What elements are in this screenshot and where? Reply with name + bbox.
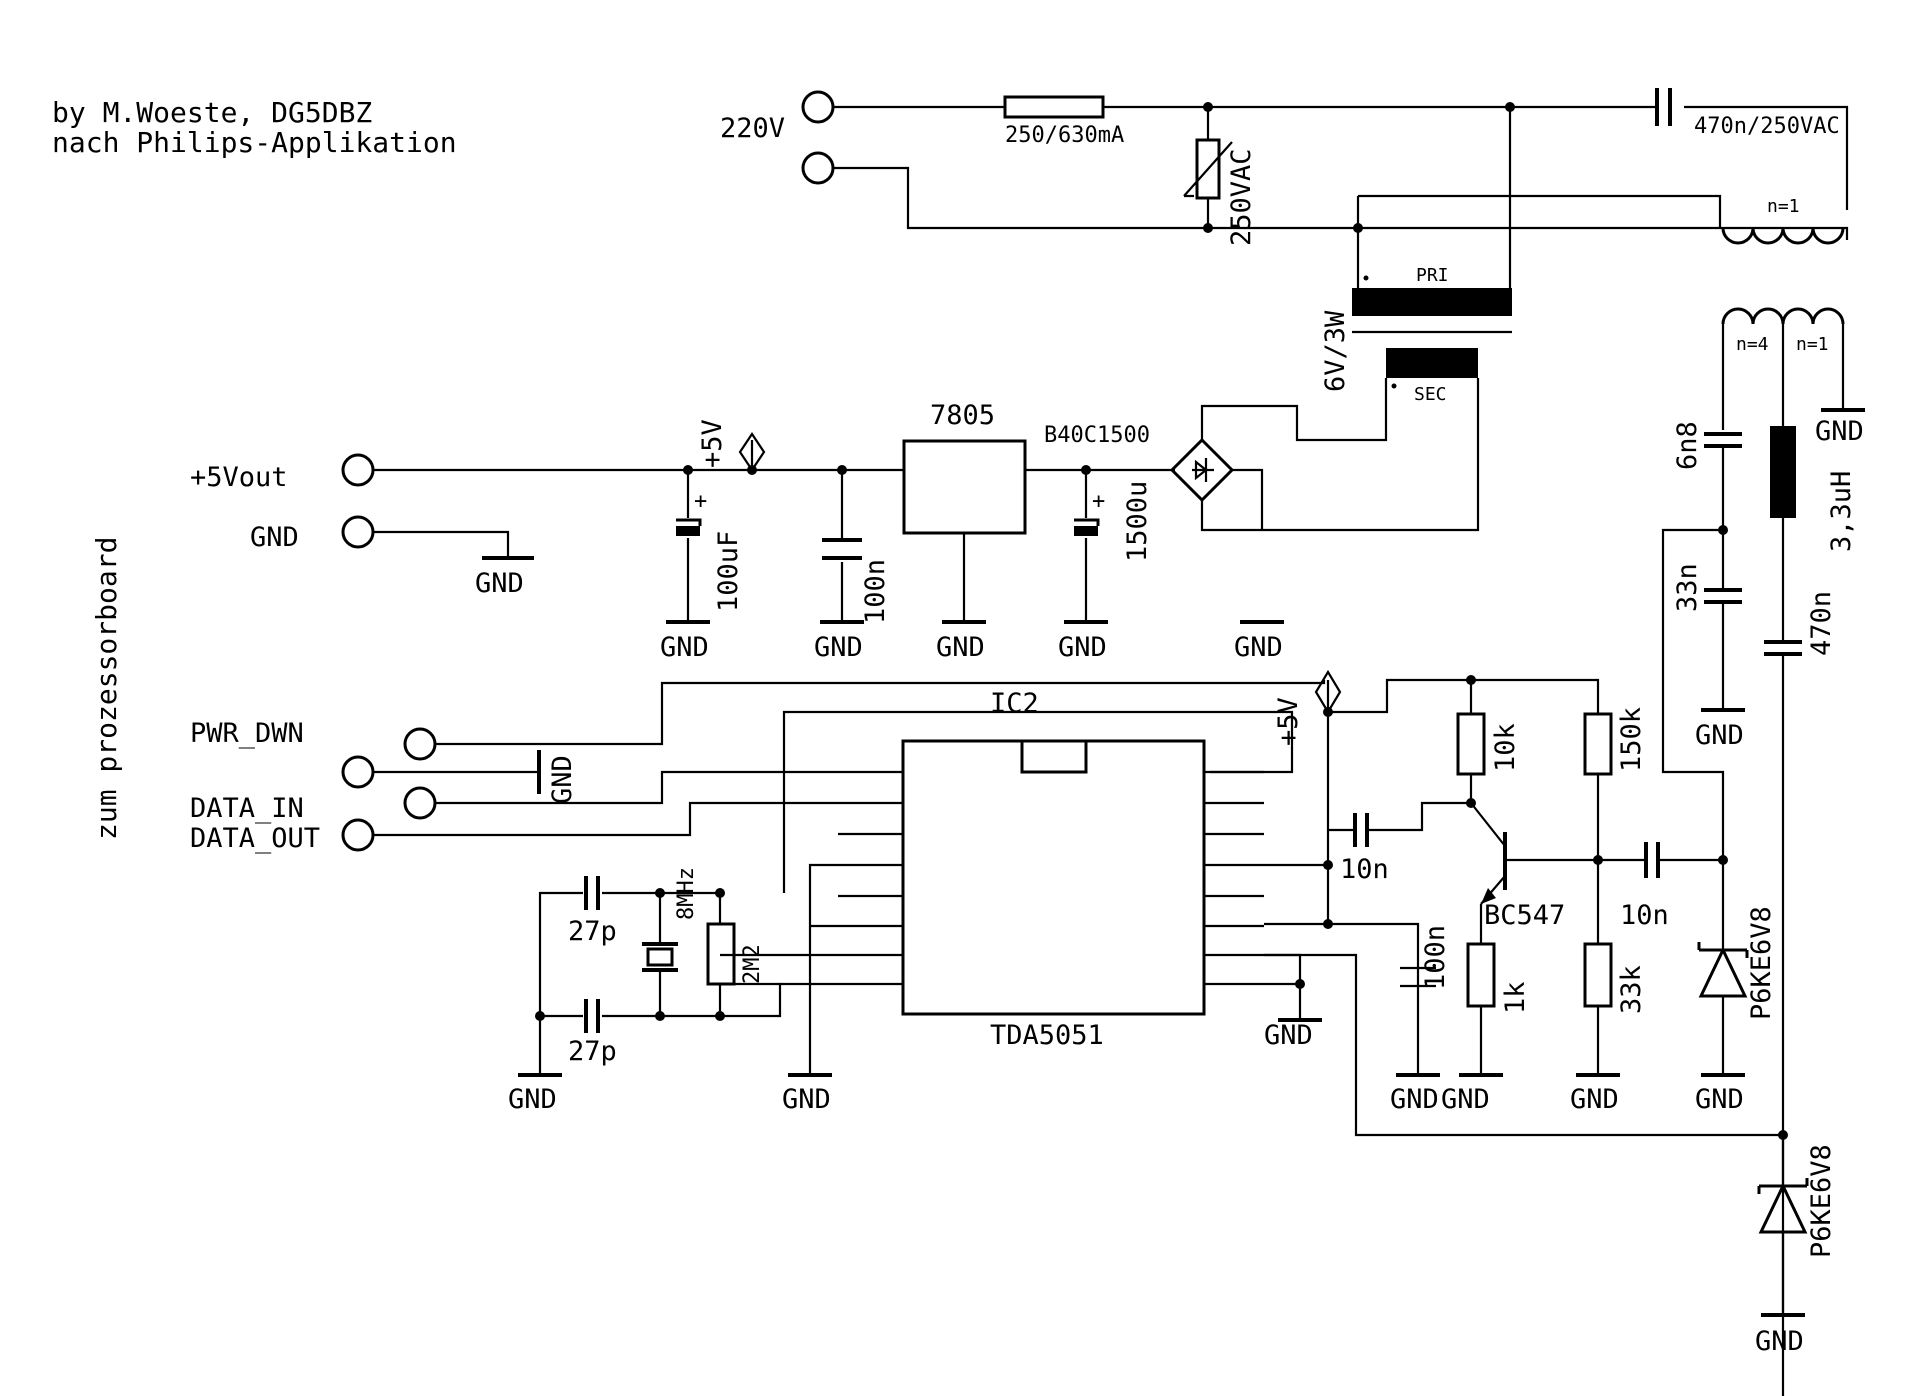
secondary-label: SEC bbox=[1414, 384, 1447, 405]
data-out-terminal bbox=[341, 818, 375, 852]
svg-text:GND: GND bbox=[1264, 1020, 1313, 1051]
crystal-label: 8MHz bbox=[674, 867, 699, 920]
regulator-7805 bbox=[902, 439, 1027, 535]
transformer-rating-label: 6V/3W bbox=[1320, 310, 1351, 392]
crystal-8mhz bbox=[646, 947, 674, 967]
diode-1-label: P6KE6V8 bbox=[1746, 906, 1777, 1020]
svg-text:GND: GND bbox=[1058, 632, 1107, 663]
cap-470n-label: 470n bbox=[1806, 591, 1837, 656]
svg-text:GND: GND bbox=[1441, 1084, 1490, 1115]
coil-n4 bbox=[1721, 307, 1845, 325]
svg-text:GND: GND bbox=[1815, 416, 1864, 447]
fuse-label: 250/630mA bbox=[1005, 123, 1124, 148]
coil-n1-label: n=1 bbox=[1796, 334, 1829, 355]
cap-10n-output-label: 10n bbox=[1620, 900, 1669, 931]
rectifier-label: B40C1500 bbox=[1044, 423, 1150, 448]
svg-text:GND: GND bbox=[508, 1084, 557, 1115]
resistor-2m2-label: 2M2 bbox=[740, 944, 765, 984]
mains-terminal-1 bbox=[801, 90, 835, 124]
gnd-terminal-2 bbox=[341, 755, 375, 789]
cap-1500u-label: 1500u bbox=[1122, 481, 1153, 562]
data-out-label: DATA_OUT bbox=[190, 823, 320, 854]
data-in-terminal bbox=[403, 786, 437, 820]
side-label: zum prozessorboard bbox=[90, 537, 123, 840]
transistor-label: BC547 bbox=[1484, 900, 1565, 931]
output-terminal-gnd bbox=[341, 515, 375, 549]
mains-terminal-2 bbox=[801, 151, 835, 185]
cap-6n8-label: 6n8 bbox=[1672, 421, 1703, 470]
cap-100n-amp-label: 100n bbox=[1420, 925, 1451, 990]
output-5v-label: +5Vout bbox=[190, 462, 288, 493]
svg-text:GND: GND bbox=[936, 632, 985, 663]
diode-2-label: P6KE6V8 bbox=[1806, 1144, 1837, 1258]
output-terminal-5v bbox=[341, 453, 375, 487]
rail-5v-label: +5V bbox=[697, 419, 728, 468]
svg-text:GND: GND bbox=[1755, 1326, 1804, 1357]
coil-top-label: n=1 bbox=[1767, 196, 1800, 217]
ic-tda5051 bbox=[901, 739, 1206, 1016]
bridge-rectifier bbox=[1169, 437, 1235, 503]
tvs-diode-2 bbox=[1758, 1182, 1808, 1234]
inductor-3-3uh bbox=[1770, 426, 1796, 518]
pwr-dwn-terminal bbox=[403, 727, 437, 761]
mains-input-label: 220V bbox=[720, 113, 785, 144]
tvs-diode-1 bbox=[1698, 946, 1748, 998]
cap-100uf-label: 100uF bbox=[713, 531, 744, 612]
resistor-2m2 bbox=[706, 922, 736, 986]
transformer: PRI SEC 6V/3W bbox=[1200, 194, 1722, 532]
resistor-1k bbox=[1466, 942, 1496, 1008]
svg-text:+: + bbox=[694, 489, 707, 514]
author-note: by M.Woeste, DG5DBZ bbox=[52, 96, 372, 129]
coil-top bbox=[1721, 227, 1845, 245]
transformer-primary bbox=[1352, 288, 1512, 316]
transformer-secondary bbox=[1386, 348, 1478, 378]
cap-33n-label: 33n bbox=[1672, 563, 1703, 612]
svg-text:GND: GND bbox=[547, 755, 578, 804]
coil-n4-label: n=4 bbox=[1736, 334, 1769, 355]
ic-section: PWR_DWN DATA_IN DATA_OUT GND IC2 TDA5051… bbox=[190, 669, 1783, 1137]
data-in-label: DATA_IN bbox=[190, 793, 304, 824]
ic-rail-label: +5V bbox=[1273, 697, 1304, 746]
resistor-150k bbox=[1583, 712, 1613, 776]
svg-text:GND: GND bbox=[475, 568, 524, 599]
amplifier: 10n 10k 150k BC547 10n 1k GND 33k GND bbox=[1328, 675, 1837, 1357]
cap-100n-label: 100n bbox=[860, 559, 891, 624]
output-gnd-label: GND bbox=[250, 522, 299, 553]
regulator-label: 7805 bbox=[930, 400, 995, 431]
resistor-33k-label: 33k bbox=[1616, 965, 1647, 1014]
power-supply: +5Vout GND GND +5V + GND 100uF GND 100n … bbox=[190, 400, 1284, 663]
svg-text:GND: GND bbox=[1695, 720, 1744, 751]
svg-text:+: + bbox=[1092, 489, 1105, 514]
resistor-10k-label: 10k bbox=[1490, 723, 1521, 772]
fuse bbox=[1003, 95, 1105, 119]
mains-cap-label: 470n/250VAC bbox=[1694, 114, 1840, 139]
varistor-label: 250VAC bbox=[1226, 148, 1257, 246]
resistor-33k bbox=[1583, 942, 1613, 1008]
cap-10n-input-label: 10n bbox=[1340, 854, 1389, 885]
pwr-dwn-label: PWR_DWN bbox=[190, 718, 304, 749]
resistor-1k-label: 1k bbox=[1500, 981, 1531, 1014]
svg-text:GND: GND bbox=[1390, 1084, 1439, 1115]
svg-text:GND: GND bbox=[1695, 1084, 1744, 1115]
svg-text:GND: GND bbox=[660, 632, 709, 663]
svg-text:GND: GND bbox=[1234, 632, 1283, 663]
inductor-label: 3,3uH bbox=[1826, 471, 1857, 552]
svg-text:GND: GND bbox=[1570, 1084, 1619, 1115]
source-note: nach Philips-Applikation bbox=[52, 126, 457, 159]
ic-ref-label: IC2 bbox=[990, 688, 1039, 719]
varistor bbox=[1195, 138, 1221, 200]
svg-text:GND: GND bbox=[814, 632, 863, 663]
mains-section: 220V 250/630mA 250VAC 470n/250VAC n=1 bbox=[720, 88, 1849, 290]
cap-27p-bottom-label: 27p bbox=[568, 1036, 617, 1067]
svg-text:GND: GND bbox=[782, 1084, 831, 1115]
ic-part-label: TDA5051 bbox=[990, 1020, 1104, 1051]
primary-label: PRI bbox=[1416, 265, 1449, 286]
resistor-150k-label: 150k bbox=[1616, 707, 1647, 772]
oscillator: 27p 27p 8MHz 2M2 GND bbox=[508, 867, 780, 1115]
resistor-10k bbox=[1456, 712, 1486, 776]
cap-27p-top-label: 27p bbox=[568, 916, 617, 947]
